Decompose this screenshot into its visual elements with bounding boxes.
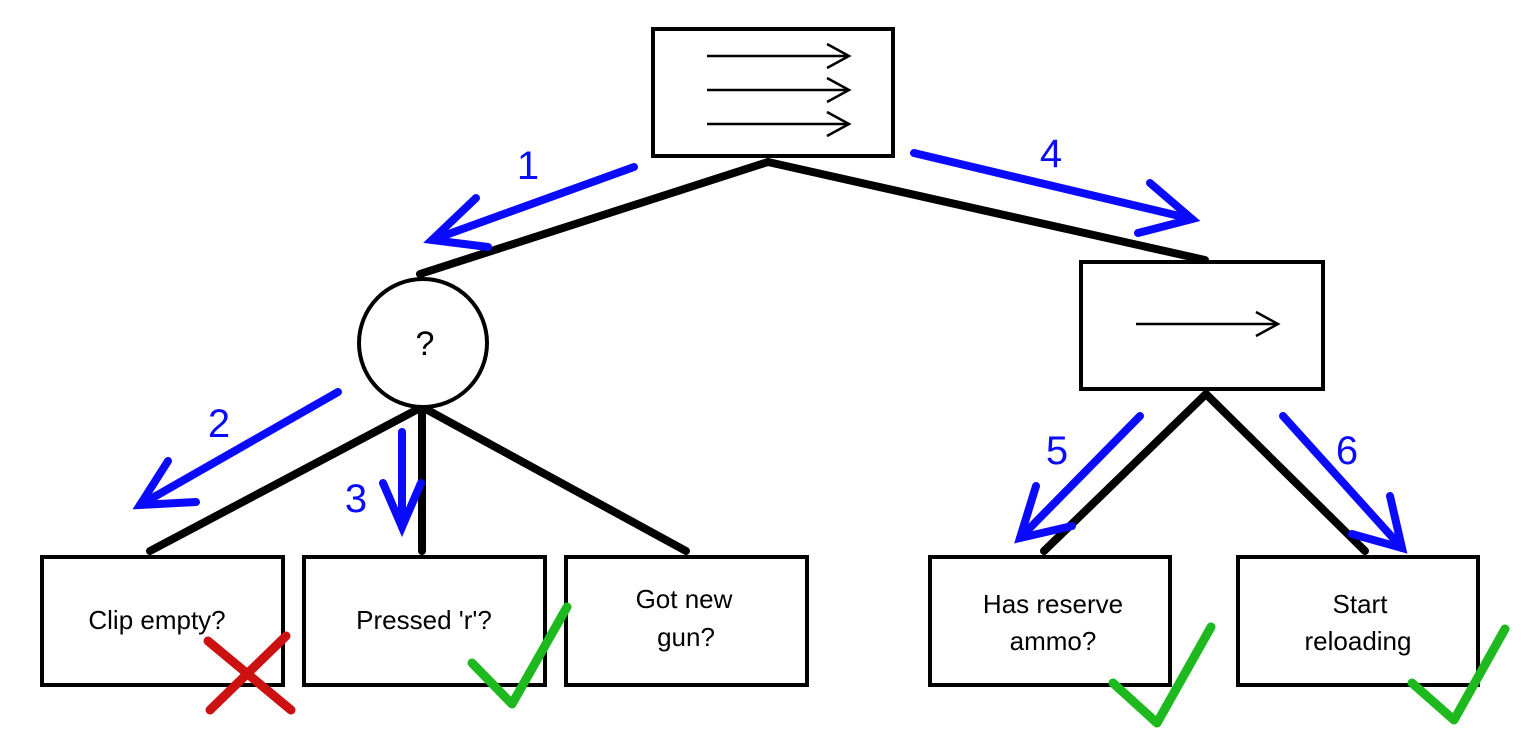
leaf-pressed-r: Pressed 'r'? bbox=[302, 555, 547, 687]
traversal-arrows bbox=[132, 149, 1408, 554]
leaf-label: Clip empty? bbox=[88, 605, 225, 635]
step-label-5: 5 bbox=[1046, 429, 1068, 473]
edge-selector-clip-empty bbox=[146, 403, 426, 555]
leaf-label-line1: Got new bbox=[636, 584, 733, 614]
edge-root-sequence bbox=[764, 158, 1209, 264]
leaf-box bbox=[40, 555, 285, 687]
step-arrow-6 bbox=[1279, 412, 1408, 554]
root-sequence-box bbox=[651, 27, 895, 158]
step-arrow-5 bbox=[1014, 412, 1144, 544]
leaf-label-line2: reloading bbox=[1305, 626, 1412, 656]
sequence-node bbox=[1079, 260, 1325, 391]
selector-symbol: ? bbox=[416, 325, 435, 363]
leaf-box bbox=[1236, 555, 1480, 687]
leaf-has-reserve-ammo: Has reserve ammo? bbox=[928, 555, 1172, 687]
step-label-2: 2 bbox=[208, 402, 230, 446]
single-arrow-icon bbox=[1136, 310, 1281, 338]
step-arrow-2 bbox=[132, 388, 342, 510]
edge-root-selector bbox=[416, 158, 772, 278]
leaf-box bbox=[302, 555, 547, 687]
leaf-got-new-gun: Got new gun? bbox=[564, 555, 809, 687]
triple-arrow-icon bbox=[707, 42, 852, 138]
leaf-start-reloading: Start reloading bbox=[1236, 555, 1480, 687]
step-label-6: 6 bbox=[1336, 429, 1358, 473]
leaf-box bbox=[564, 555, 809, 687]
checkmark-icon bbox=[1108, 622, 1216, 728]
step-labels: 1 2 3 4 5 6 bbox=[208, 132, 1358, 521]
selector-node: ? bbox=[357, 277, 489, 409]
leaf-label-line1: Start bbox=[1333, 589, 1389, 619]
leaf-label-line2: gun? bbox=[657, 622, 715, 652]
tree-edges bbox=[146, 158, 1369, 555]
leaf-label-line2: ammo? bbox=[1010, 626, 1097, 656]
step-arrow-3 bbox=[379, 428, 425, 538]
edge-selector-got-new-gun bbox=[418, 403, 690, 555]
edge-sequence-start-reloading bbox=[1202, 390, 1369, 555]
step-label-4: 4 bbox=[1040, 132, 1062, 176]
cross-icon bbox=[203, 631, 296, 715]
step-arrow-4 bbox=[910, 149, 1201, 237]
step-label-1: 1 bbox=[517, 144, 539, 188]
leaf-clip-empty: Clip empty? bbox=[40, 555, 285, 687]
leaf-box bbox=[928, 555, 1172, 687]
step-arrow-1 bbox=[423, 163, 638, 251]
step-label-3: 3 bbox=[345, 477, 367, 521]
checkmark-icon bbox=[467, 602, 572, 709]
leaf-label-line1: Has reserve bbox=[983, 589, 1123, 619]
leaf-label: Pressed 'r'? bbox=[356, 605, 492, 635]
checkmark-icon bbox=[1407, 624, 1510, 725]
sequence-box bbox=[1079, 260, 1325, 391]
root-sequence-node bbox=[651, 27, 895, 158]
selector-circle bbox=[357, 277, 489, 409]
